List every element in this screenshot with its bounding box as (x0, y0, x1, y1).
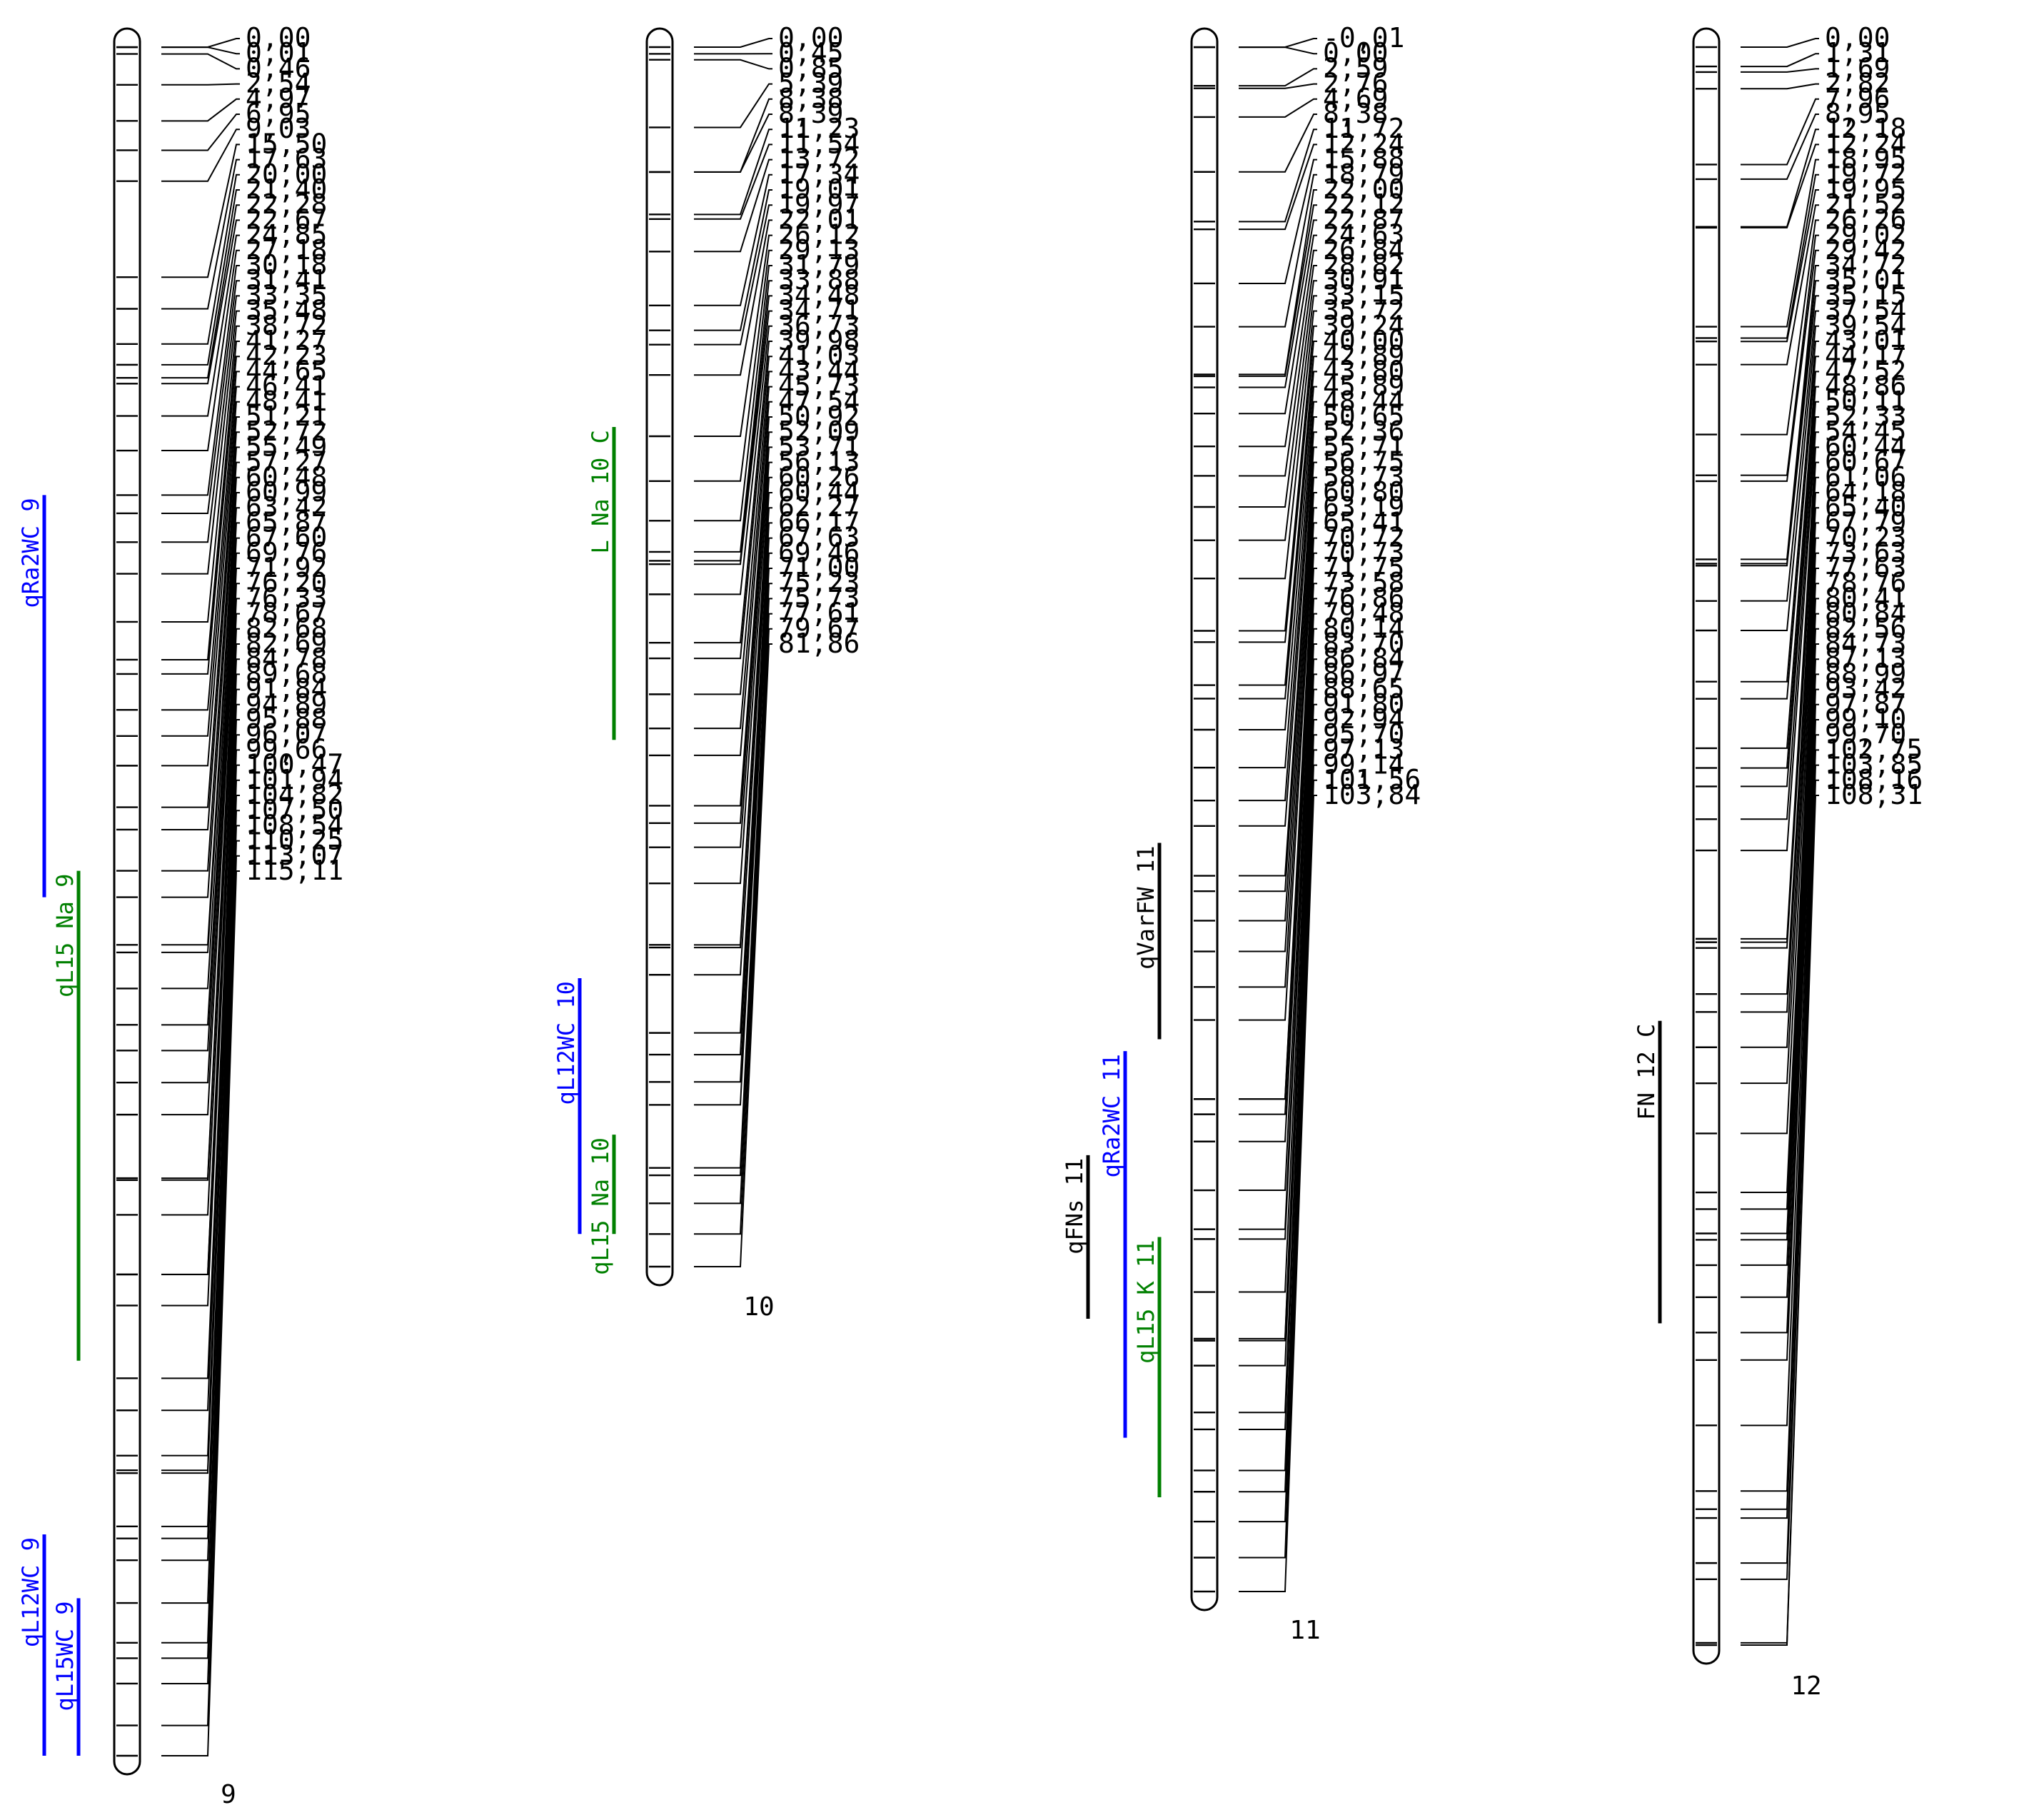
qtl-ql15-k-11: qL15_K_11 (1132, 1237, 1159, 1497)
qtl-l-na-10-c: L_Na_10_C (587, 427, 614, 740)
chromosome-number: 9 (221, 1780, 236, 1809)
marker-connector (1741, 39, 1819, 47)
marker-connector (694, 39, 772, 47)
marker-connector (1741, 129, 1819, 226)
marker-connector (694, 114, 772, 172)
marker-position-label: 108,31 (1825, 779, 1923, 810)
marker-position-label: 81,86 (778, 628, 860, 659)
chromosome-number: 10 (743, 1292, 774, 1322)
marker-connector (1239, 129, 1317, 221)
marker-connector (694, 175, 772, 306)
qtl-ql12wc-10: qL12WC_10 (553, 978, 580, 1234)
marker-connector (694, 160, 772, 252)
chromosome-number: 12 (1791, 1671, 1821, 1701)
qtl-label: qRa2WC_11 (1098, 1054, 1125, 1177)
qtl-ql15wc-9: qL15WC_9 (51, 1598, 79, 1756)
chromosome-12: 0,001,311,692,827,968,9512,1812,2418,951… (1633, 22, 1923, 1701)
marker-position-label: 115,11 (246, 855, 343, 886)
qtl-ql15-na-10: qL15_Na_10 (587, 1135, 614, 1275)
marker-connector (694, 99, 772, 172)
qtl-label: qRa2WC_9 (17, 498, 44, 608)
chromosome-11: -0,010,002,592,764,698,3811,7212,2415,88… (1061, 22, 1421, 1645)
qtl-label: qL12WC_9 (17, 1537, 44, 1647)
chromosome-9-outline (114, 29, 140, 1774)
marker-connector (161, 220, 240, 383)
qtl-label: qL15_Na_9 (51, 874, 79, 997)
qtl-label: qVarFW_11 (1132, 846, 1159, 970)
marker-connector (161, 99, 240, 121)
qtl-label: qL15_Na_10 (587, 1137, 614, 1275)
chromosome-10-outline (647, 29, 673, 1285)
marker-connector (1239, 47, 1317, 54)
qtl-ql15-na-9: qL15_Na_9 (51, 871, 79, 1361)
marker-connector (1239, 114, 1317, 172)
marker-connector (161, 129, 240, 181)
marker-connector (1741, 54, 1819, 66)
qtl-label: L_Na_10_C (587, 430, 614, 553)
marker-connector (694, 205, 772, 344)
qtl-label: qL15WC_9 (51, 1601, 79, 1711)
marker-connector (1239, 99, 1317, 117)
marker-connector (1239, 69, 1317, 86)
qtl-ql12wc-9: qL12WC_9 (17, 1534, 44, 1756)
chromosome-9: 0,000,010,462,544,976,959,0315,5017,6320… (17, 22, 343, 1809)
qtl-label: qFNs_11 (1061, 1158, 1088, 1255)
marker-connector (1741, 69, 1819, 72)
qtl-fn-12-c: FN_12_C (1633, 1021, 1660, 1324)
marker-connector (1239, 39, 1317, 47)
marker-connector (161, 54, 240, 69)
qtl-label: qL15_K_11 (1132, 1240, 1159, 1363)
qtl-label: qL12WC_10 (553, 981, 580, 1105)
qtl-qfns-11: qFNs_11 (1061, 1155, 1088, 1319)
marker-position-label: 103,84 (1323, 779, 1421, 810)
qtl-label: FN_12_C (1633, 1024, 1660, 1120)
qtl-qra2wc-11: qRa2WC_11 (1098, 1051, 1125, 1438)
marker-connector (1741, 84, 1819, 89)
chromosome-11-outline (1192, 29, 1217, 1610)
marker-connector (694, 60, 772, 69)
chromosome-12-outline (1693, 29, 1719, 1664)
marker-connector (161, 47, 240, 54)
marker-connector (161, 39, 240, 47)
marker-connector (161, 84, 240, 85)
chromosome-number: 11 (1289, 1616, 1320, 1645)
qtl-qvarfw-11: qVarFW_11 (1132, 843, 1159, 1040)
qtl-qra2wc-9: qRa2WC_9 (17, 495, 44, 897)
chromosome-10: 0,000,450,855,398,388,3911,2311,5413,721… (553, 22, 860, 1322)
